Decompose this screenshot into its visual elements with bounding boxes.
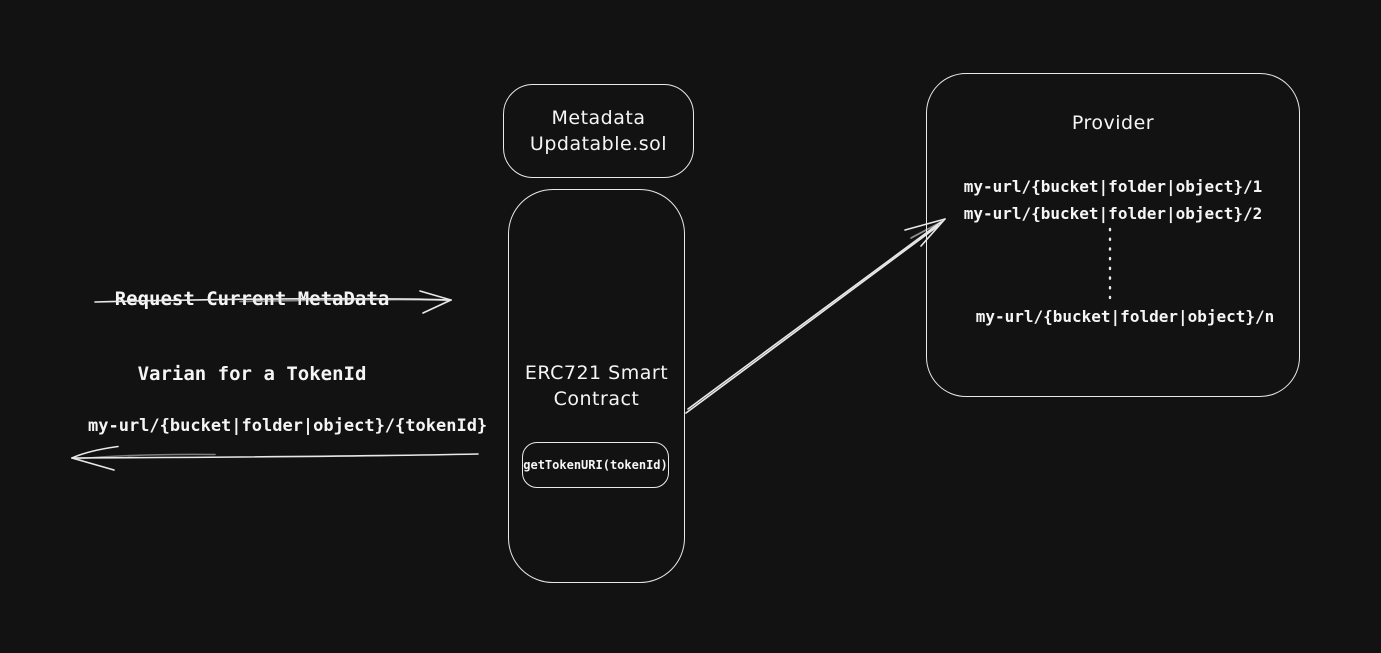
erc721-contract-title: ERC721 Smart Contract bbox=[509, 360, 684, 412]
contract-title-line2: Contract bbox=[553, 388, 640, 410]
get-token-uri-node: getTokenURI(tokenId) bbox=[522, 442, 669, 488]
metadata-title-line1: Metadata bbox=[551, 107, 646, 129]
get-token-uri-label: getTokenURI(tokenId) bbox=[523, 458, 668, 472]
request-label-line1: Request Current MetaData bbox=[114, 288, 390, 310]
response-arrow bbox=[71, 445, 479, 471]
metadata-updatable-title: Metadata Updatable.sol bbox=[530, 105, 667, 157]
response-url-label: my-url/{bucket|folder|object}/{tokenId} bbox=[88, 416, 488, 436]
provider-url-n: my-url/{bucket|folder|object}/n bbox=[975, 307, 1275, 326]
contract-title-line1: ERC721 Smart bbox=[524, 362, 669, 384]
provider-node: Provider my-url/{bucket|folder|object}/1… bbox=[926, 73, 1300, 397]
request-label-line2: Varian for a TokenId bbox=[137, 363, 367, 385]
request-label: Request Current MetaData Varian for a To… bbox=[62, 237, 442, 437]
metadata-updatable-node: Metadata Updatable.sol bbox=[503, 84, 694, 178]
contract-to-provider-arrow bbox=[685, 218, 946, 414]
provider-url-2: my-url/{bucket|folder|object}/2 bbox=[963, 204, 1263, 223]
erc721-contract-node: ERC721 Smart Contract getTokenURI(tokenI… bbox=[508, 189, 685, 583]
provider-url-1: my-url/{bucket|folder|object}/1 bbox=[963, 177, 1263, 196]
metadata-title-line2: Updatable.sol bbox=[529, 133, 668, 155]
provider-title: Provider bbox=[1071, 112, 1155, 134]
